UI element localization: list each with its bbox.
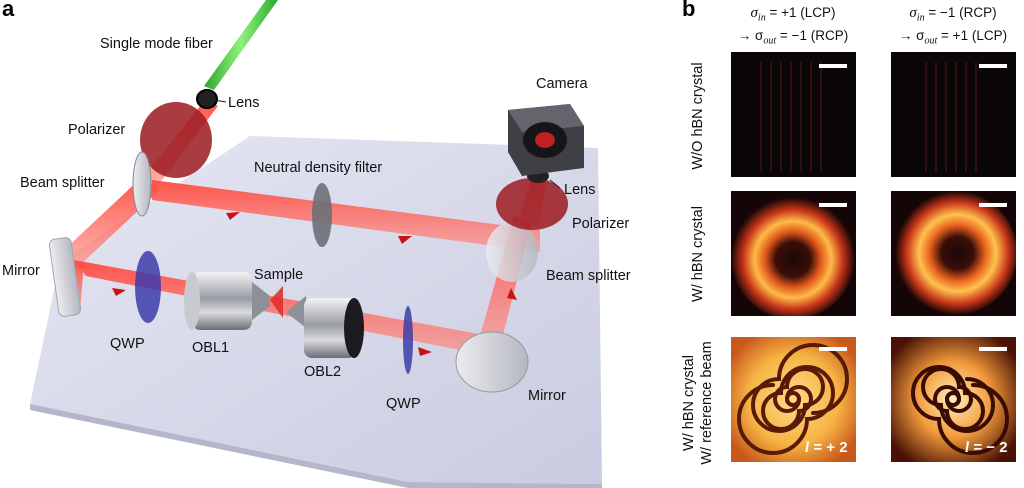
image-r1-c2-render <box>891 52 1016 177</box>
row-label-3: W/ hBN crystal W/ reference beam <box>681 341 715 465</box>
scale-bar-r1-c2 <box>979 64 1007 68</box>
image-r2-c2-render <box>891 191 1016 316</box>
label-sample: Sample <box>254 267 304 283</box>
label-single-mode-fiber: Single mode fiber <box>100 36 213 52</box>
label-mirror-right: Mirror <box>528 388 566 404</box>
mirror-left-element <box>48 237 82 317</box>
image-r3-c2: l = − 2 <box>891 337 1016 462</box>
label-neutral-density-filter: Neutral density filter <box>254 160 383 176</box>
image-r2-c2 <box>891 191 1016 316</box>
panel-a-letter: a <box>2 0 15 21</box>
scale-bar-r2-c2 <box>979 203 1007 207</box>
scale-bar-r1-c1 <box>819 64 847 68</box>
polarizer-right-element <box>496 178 568 230</box>
objective-2 <box>286 296 364 358</box>
scale-bar-r3-c1 <box>819 347 847 351</box>
scale-bar-r3-c2 <box>979 347 1007 351</box>
objective-1 <box>184 272 270 330</box>
label-beam-splitter-left: Beam splitter <box>20 175 105 191</box>
label-obl1: OBL1 <box>192 340 230 356</box>
image-r1-c1 <box>731 52 856 177</box>
sample-element <box>270 286 283 318</box>
beam-splitter-right-element <box>486 222 538 282</box>
l-value-r3-c2: l = − 2 <box>965 439 1008 456</box>
label-qwp-right: QWP <box>386 396 421 412</box>
qwp-left-element <box>135 251 161 323</box>
image-r2-c1 <box>731 191 856 316</box>
setup-illustration <box>30 0 602 488</box>
row-label-1: W/O hBN crystal <box>690 62 706 170</box>
column-header-2: σin = −1 (RCP) → σout = +1 (LCP) <box>898 5 1008 47</box>
label-lens-top: Lens <box>228 95 260 111</box>
fiber-lens <box>196 89 218 109</box>
mirror-right-element <box>455 331 529 393</box>
panel-b-letter: b <box>682 0 696 21</box>
image-r3-c2-render <box>891 337 1016 462</box>
label-qwp-left: QWP <box>110 336 145 352</box>
nd-filter-element <box>312 183 332 247</box>
polarizer-left-element <box>140 102 212 178</box>
column-header-1: σin = +1 (LCP) → σout = −1 (RCP) <box>737 5 849 47</box>
label-polarizer-right: Polarizer <box>572 216 630 232</box>
image-r3-c1: l = + 2 <box>731 337 856 462</box>
camera-element <box>508 104 584 176</box>
image-r3-c1-render <box>731 337 856 462</box>
row-label-2: W/ hBN crystal <box>690 206 706 302</box>
label-polarizer-left: Polarizer <box>68 122 126 138</box>
label-mirror-left: Mirror <box>2 263 40 279</box>
image-r1-c2 <box>891 52 1016 177</box>
label-beam-splitter-right: Beam splitter <box>546 268 631 284</box>
label-camera: Camera <box>536 76 588 92</box>
image-r1-c1-render <box>731 52 856 177</box>
l-value-r3-c1: l = + 2 <box>805 439 848 456</box>
image-r2-c1-render <box>731 191 856 316</box>
beam-arrows <box>112 212 517 356</box>
qwp-right-element <box>403 306 413 374</box>
leader-lines <box>213 99 561 189</box>
fiber-cable <box>204 0 278 90</box>
scale-bar-r2-c1 <box>819 203 847 207</box>
label-obl2: OBL2 <box>304 364 342 380</box>
label-lens-right: Lens <box>564 182 596 198</box>
beam-splitter-left-element <box>132 151 152 217</box>
